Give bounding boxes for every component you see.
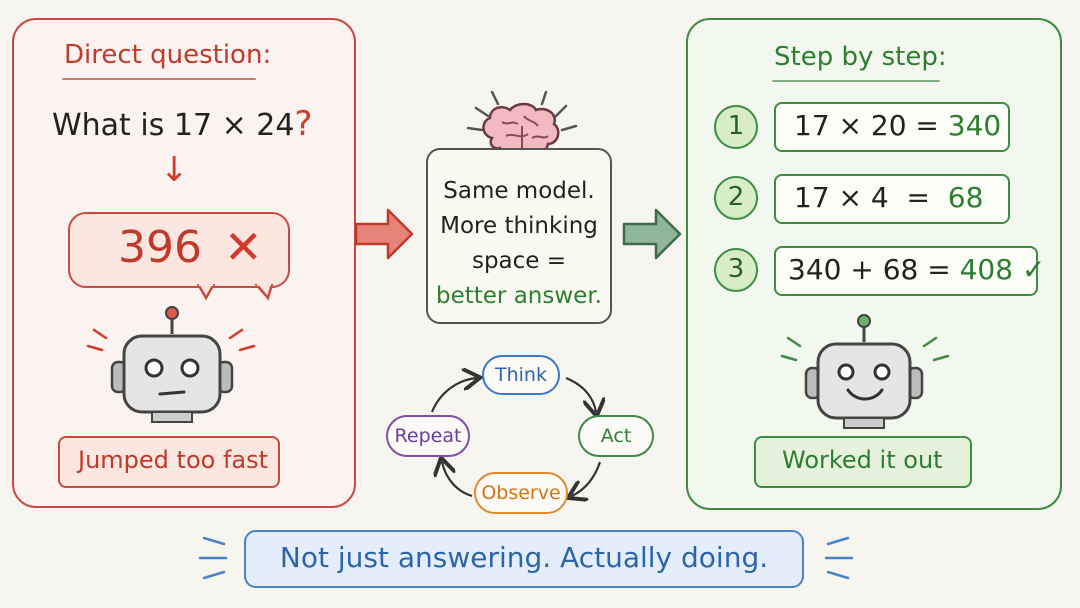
cross-icon: ✕ [224, 220, 263, 274]
summary-banner [244, 530, 804, 588]
sad-robot-icon [86, 306, 256, 423]
insight-line-4: better answer. [436, 283, 602, 309]
cycle-node-act: Act [578, 415, 654, 457]
step-result: 340 [947, 109, 1002, 142]
insight-card [426, 148, 612, 324]
title-underline [772, 80, 940, 82]
wrong-answer-value: 396 [118, 222, 202, 273]
title-underline [62, 78, 256, 80]
insight-line-1: Same model. [443, 178, 595, 204]
insight-line-3: space = [471, 248, 567, 274]
step-expression-2: 17 × 4 = 68 [794, 181, 983, 214]
step-number-3: 3 [714, 248, 758, 292]
insight-line-2: More thinking [440, 213, 598, 239]
step-expr: 17 × 4 = [794, 181, 948, 214]
right-arrow-red-icon [354, 208, 414, 260]
step-result: 68 [947, 181, 984, 214]
happy-robot-icon [780, 314, 950, 429]
cycle-node-repeat: Repeat [386, 415, 470, 457]
step-number-2: 2 [714, 176, 758, 220]
step-number-1: 1 [714, 105, 758, 149]
cycle-node-observe: Observe [474, 472, 568, 514]
down-arrow-icon: ↓ [160, 150, 189, 190]
banner-accent-right [824, 536, 854, 580]
question-mark: ? [294, 104, 313, 144]
step-box-1 [774, 102, 1010, 152]
cycle-arrows [430, 350, 670, 530]
bubble-tail [196, 284, 274, 301]
question-body: What is 17 × 24 [52, 108, 295, 143]
cycle-node-think: Think [482, 355, 560, 395]
step-expression-1: 17 × 20 = 340 [794, 109, 1001, 142]
step-expression-3: 340 + 68 = 408 ✓ [788, 253, 1045, 286]
wrong-answer-bubble [68, 212, 290, 288]
right-arrow-green-icon [622, 208, 682, 260]
question-text: What is 17 × 24? [52, 104, 312, 144]
direct-question-title: Direct question: [64, 40, 272, 70]
step-expr: 17 × 20 = [794, 109, 948, 142]
step-box-3 [774, 246, 1038, 296]
worked-it-out-badge [754, 436, 972, 488]
step-by-step-title: Step by step: [774, 42, 947, 72]
jumped-too-fast-badge [58, 436, 280, 488]
worked-it-out-label: Worked it out [782, 446, 943, 474]
checkmark-icon: ✓ [1021, 253, 1046, 286]
step-box-2 [774, 174, 1010, 224]
summary-banner-text: Not just answering. Actually doing. [279, 541, 769, 574]
step-expr: 340 + 68 = [788, 253, 960, 286]
step-result: 408 [959, 253, 1014, 286]
banner-accent-left [198, 536, 228, 580]
jumped-too-fast-label: Jumped too fast [78, 446, 269, 474]
